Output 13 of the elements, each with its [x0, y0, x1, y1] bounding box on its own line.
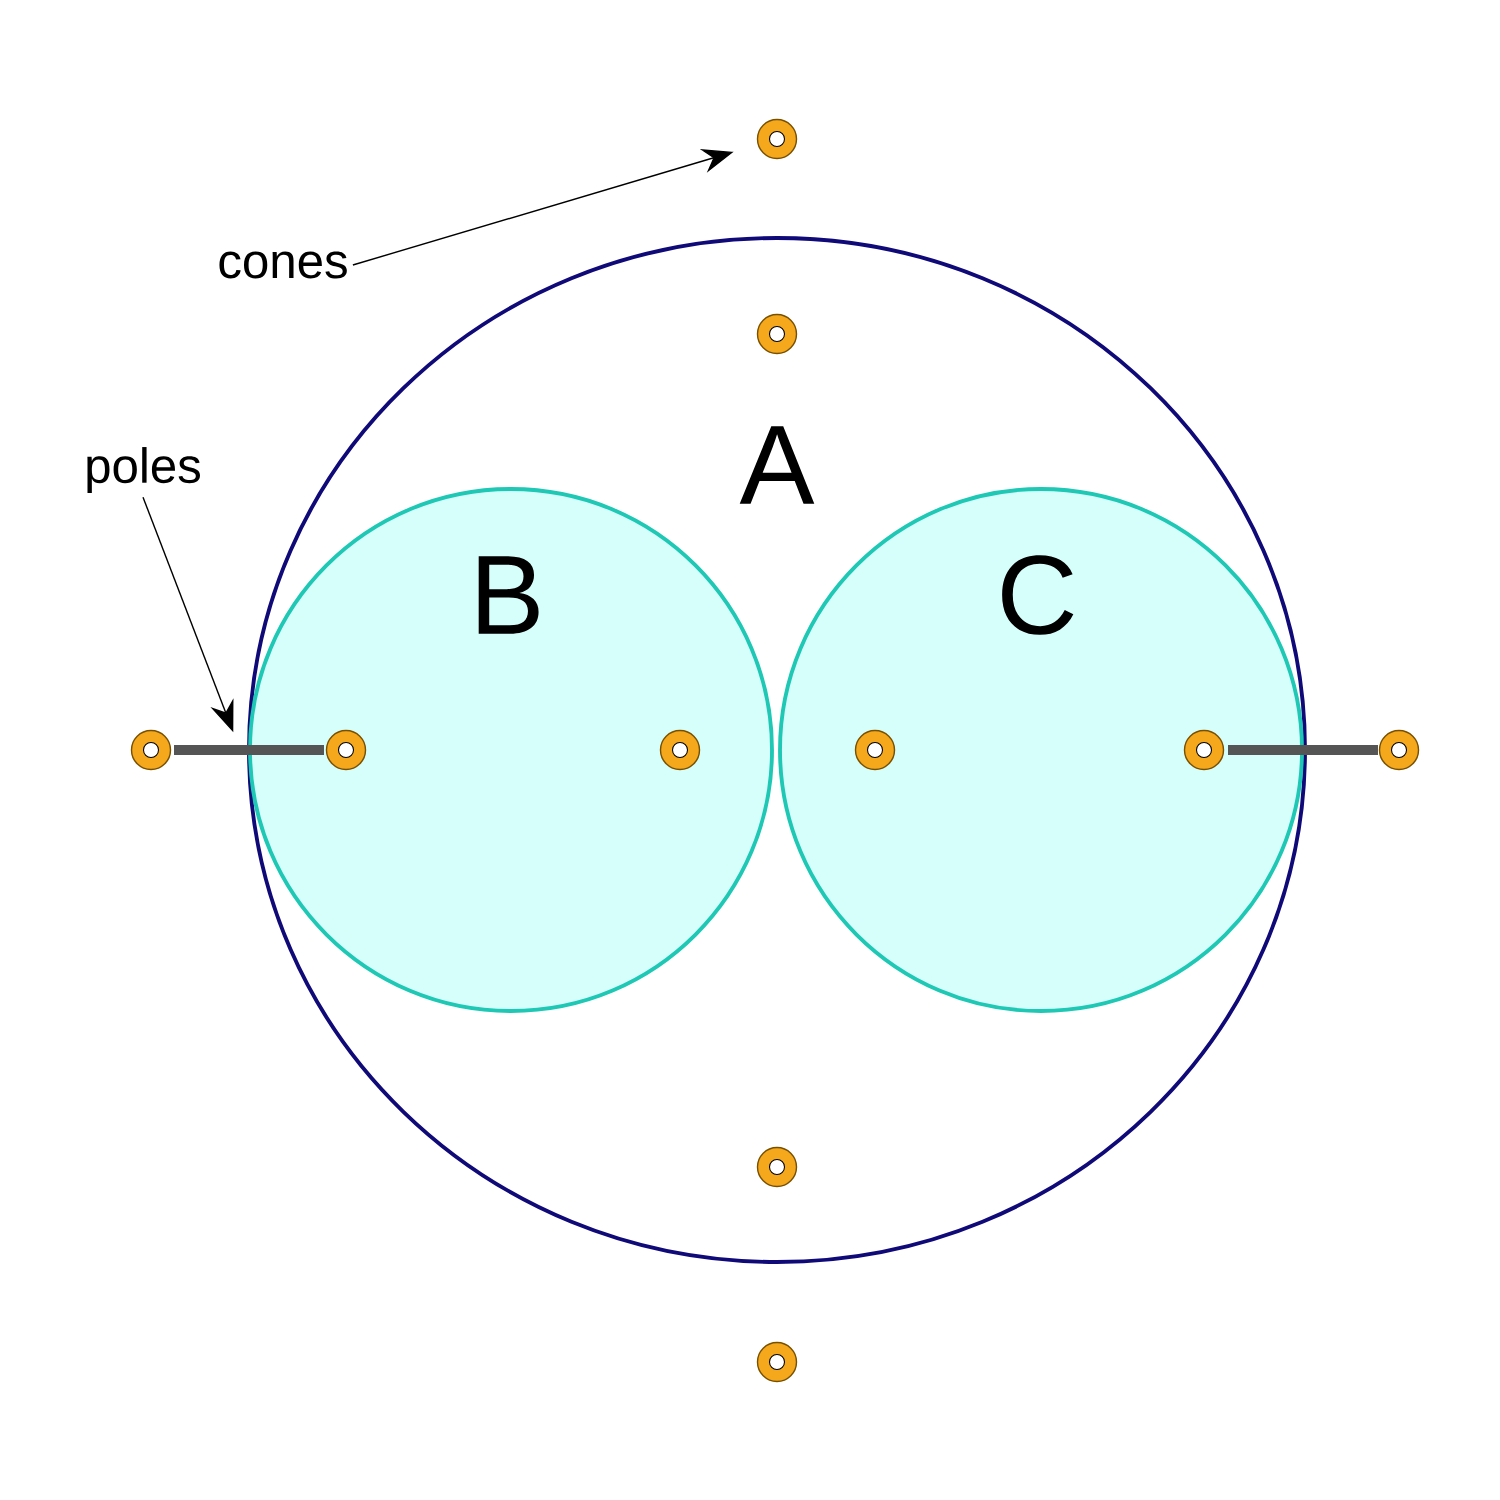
callout-label: poles: [87, 447, 200, 493]
cone-icon: [756, 1146, 798, 1188]
cone-icon: [1378, 729, 1420, 771]
cone-icon: [756, 313, 798, 355]
cone-icon: [325, 729, 367, 771]
pole-bar: [174, 745, 324, 755]
cone-icon: [854, 729, 896, 771]
cone-icon: [659, 729, 701, 771]
cone-icon: [130, 729, 172, 771]
cone-icon: [756, 1341, 798, 1383]
cone-icon: [756, 118, 798, 160]
cone-icon: [1183, 729, 1225, 771]
pole-bar: [1228, 745, 1378, 755]
